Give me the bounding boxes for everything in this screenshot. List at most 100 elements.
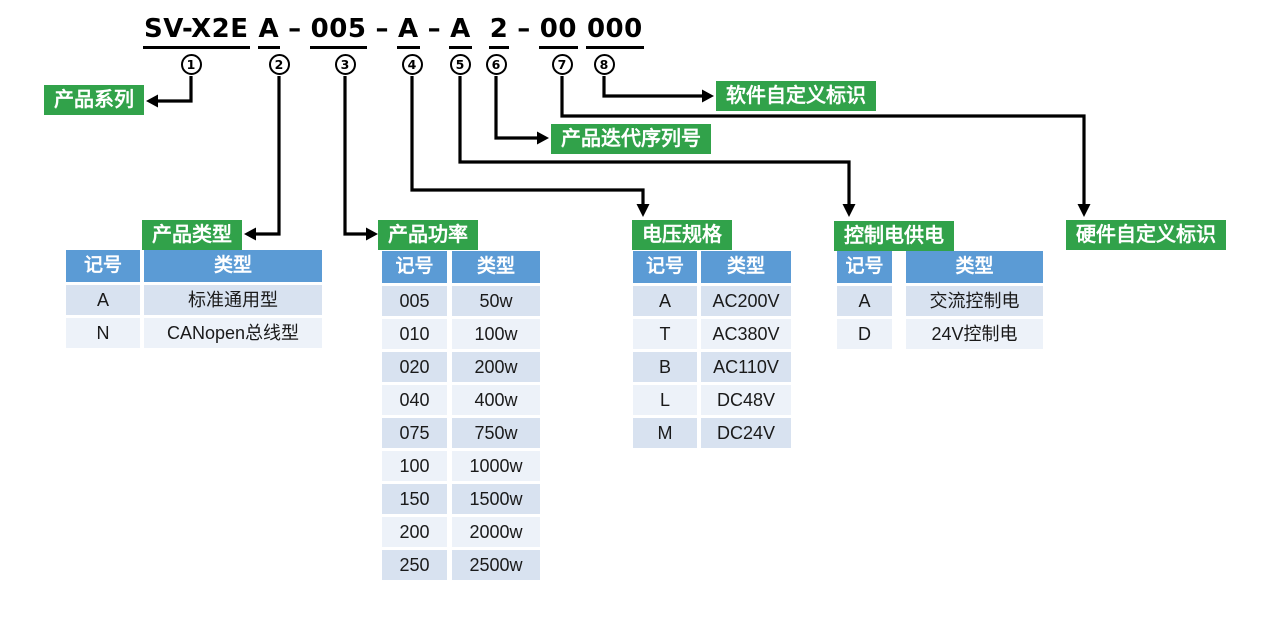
model-code-segment: SV-X2E [143,15,250,49]
cell-type: DC48V [701,385,791,415]
arrowhead-down-4 [636,204,650,217]
marker-5-digit: 5 [455,57,465,72]
cell-type: 1000w [452,451,540,481]
connector-6 [494,76,538,140]
cell-type: DC24V [701,418,791,448]
connector-5 [458,76,851,205]
callout-product-power: 产品功率 [378,220,478,250]
marker-6: 6 [485,54,507,75]
cell-symbol: 005 [382,286,447,316]
model-code-segment: A [449,15,472,49]
arrowhead-left-1 [146,94,158,108]
arrowhead-left-2 [244,227,256,241]
table-header-row: 记号 类型 [382,251,540,283]
cell-type: 200w [452,352,540,382]
column-header-symbol: 记号 [66,250,140,282]
marker-3-digit: 3 [340,57,350,72]
marker-2: 2 [268,54,290,75]
callout-software-id: 软件自定义标识 [716,81,876,111]
model-code-segment: A [396,15,420,49]
table-header-row: 记号 类型 [66,250,322,282]
cell-type: AC380V [701,319,791,349]
cell-type: 100w [452,319,540,349]
column-header-type: 类型 [906,251,1043,283]
cell-symbol: 075 [382,418,447,448]
cell-type: CANopen总线型 [144,318,322,348]
marker-8: 8 [593,54,615,75]
cell-symbol: M [633,418,697,448]
marker-1-digit: 1 [186,57,196,72]
marker-6-digit: 6 [491,57,501,72]
model-code-segment: 005 [309,15,368,49]
connector-4 [410,76,645,205]
cell-type: 50w [452,286,540,316]
marker-4-digit: 4 [407,57,417,72]
column-header-type: 类型 [452,251,540,283]
callout-iteration-serial: 产品迭代序列号 [551,124,711,154]
cell-symbol: L [633,385,697,415]
table-header-row: 记号 类型 [837,251,1043,283]
arrowhead-down-5 [842,204,856,217]
cell-symbol: A [837,286,892,316]
column-header-symbol: 记号 [633,251,697,283]
connector-3 [343,76,367,236]
callout-voltage-spec: 电压规格 [632,220,732,250]
cell-type: 1500w [452,484,540,514]
column-header-symbol: 记号 [382,251,447,283]
model-code-segment: 2 [488,15,510,49]
cell-type: 24V控制电 [906,319,1043,349]
cell-symbol: A [66,285,140,315]
table-row: D 24V控制电 [837,319,1043,349]
column-header-type: 类型 [144,250,322,282]
cell-symbol: A [633,286,697,316]
connector-1 [157,76,193,103]
model-code-segment: A [257,15,281,49]
model-code-separator: – [288,14,302,44]
cell-type: 750w [452,418,540,448]
cell-symbol: 020 [382,352,447,382]
arrowhead-down-7 [1077,204,1091,217]
connector-7 [560,76,1086,205]
model-code-separator: – [375,14,389,44]
cell-type: 2000w [452,517,540,547]
cell-symbol: 040 [382,385,447,415]
arrowhead-right-8 [702,89,714,103]
cell-type: 2500w [452,550,540,580]
model-code-separator: – [427,14,442,44]
cell-symbol: 010 [382,319,447,349]
marker-7: 7 [551,54,573,75]
model-code-segment: 00 [538,15,578,49]
connector-2 [255,76,281,236]
marker-5: 5 [449,54,471,75]
cell-symbol: D [837,319,892,349]
cell-symbol: B [633,352,697,382]
cell-symbol: 250 [382,550,447,580]
marker-4: 4 [401,54,423,75]
marker-1: 1 [180,54,202,75]
arrowhead-right-6 [537,131,549,145]
model-code-segment: 000 [585,15,644,49]
connector-8 [602,76,703,98]
callout-hardware-id: 硬件自定义标识 [1066,220,1226,250]
marker-2-digit: 2 [274,57,284,72]
